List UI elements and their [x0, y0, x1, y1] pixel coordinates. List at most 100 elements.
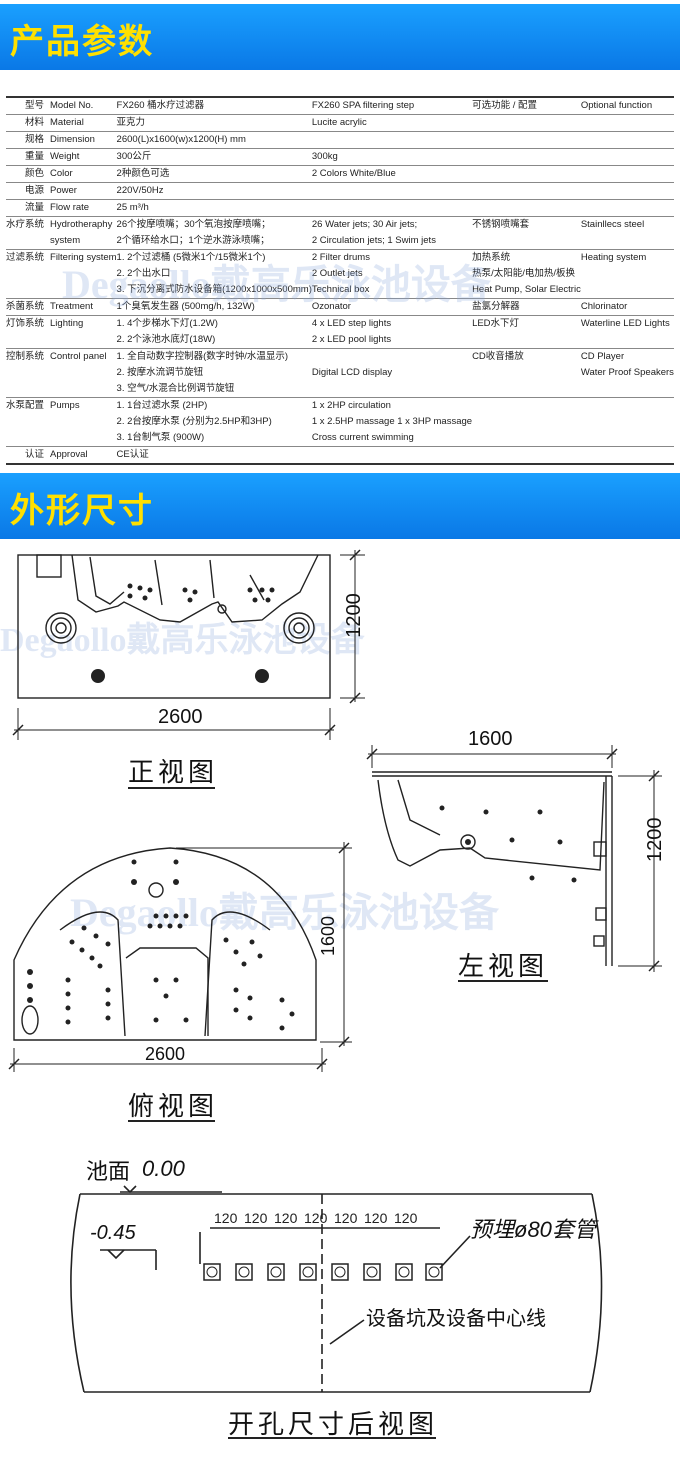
spec-cell-val-cn: 3. 下沉分离式防水设备箱(1200x1000x500mm) — [116, 282, 312, 299]
spec-cell-opt-cn — [472, 446, 581, 465]
pipe-label: 预埋ø80套管 — [470, 1217, 596, 1242]
spec-cell-cn: 材料 — [6, 114, 51, 132]
spec-row: 3. 下沉分离式防水设备箱(1200x1000x500mm)Technical … — [6, 282, 674, 299]
spec-cell-val-en — [311, 381, 473, 398]
top-view-caption: 俯视图 — [128, 1092, 219, 1122]
spec-cell-opt-cn — [472, 182, 581, 200]
spec-cell-opt-en: Water Proof Speakers — [580, 367, 674, 378]
spec-cell-en: Treatment — [50, 298, 117, 316]
spec-cell-en: Weight — [50, 148, 117, 166]
spec-cell-cn: 过滤系统 — [6, 252, 45, 263]
spacing-label: 120 — [394, 1210, 418, 1226]
spec-cell-opt-cn: 不锈钢喷嘴套 — [472, 219, 530, 230]
spec-cell-val-cn: 300公斤 — [116, 148, 312, 166]
depth-value: -0.45 — [90, 1222, 136, 1244]
spec-cell-val-cn: 1. 2个过滤桶 (5微米1个/15微米1个) — [116, 252, 266, 263]
spec-cell-cn: 颜色 — [6, 165, 51, 183]
spec-cell-opt-en — [581, 266, 674, 282]
section-banner-params: 产品参数 — [0, 4, 680, 70]
spec-cell-cn — [6, 332, 51, 349]
spec-cell-val-en: 1 x 2.5HP massage 1 x 3HP massage — [311, 416, 473, 427]
spec-cell-val-en: 2 Colors White/Blue — [311, 165, 473, 183]
spec-cell-val-en: Lucite acrylic — [311, 114, 473, 132]
spec-cell-opt-cn: 可选功能 / 配置 — [472, 96, 581, 115]
spec-cell-opt-cn: Heat Pump, Solar Electric — [472, 282, 581, 299]
spec-cell-cn: 型号 — [6, 96, 51, 115]
spec-cell-en: Model No. — [50, 96, 117, 115]
left-view-caption: 左视图 — [458, 952, 549, 982]
spec-cell-cn: 灯饰系统 — [6, 318, 45, 329]
spec-cell-cn: 控制系统 — [6, 351, 45, 362]
spec-cell-en: Pumps — [50, 400, 80, 411]
centerline-label: 设备坑及设备中心线 — [366, 1308, 546, 1330]
spec-cell-cn: 电源 — [6, 182, 51, 200]
spec-cell-cn — [6, 282, 51, 299]
surface-value: 0.00 — [142, 1156, 185, 1181]
spec-cell-opt-cn: CD收音播放 — [472, 351, 524, 362]
spec-cell-val-en: 2 x LED pool lights — [311, 332, 473, 349]
spec-cell-val-cn: 2. 按摩水流调节旋钮 — [116, 367, 204, 378]
spec-cell-en — [50, 332, 117, 349]
spec-cell-en: Filtering system — [50, 252, 117, 263]
spec-cell-val-en — [311, 199, 473, 217]
spec-cell-val-cn: FX260 桶水疗过滤器 — [116, 96, 312, 115]
rear-view-caption: 开孔尺寸后视图 — [228, 1410, 439, 1440]
spacing-label: 120 — [304, 1210, 328, 1226]
spec-cell-opt-en: Optional function — [580, 96, 674, 115]
spacing-label: 120 — [274, 1210, 298, 1226]
surface-label: 池面 — [86, 1159, 131, 1184]
spec-cell-opt-en — [580, 165, 674, 183]
spec-cell-opt-en: CD Player — [580, 351, 625, 362]
spec-cell-en — [50, 365, 117, 381]
spec-cell-opt-en — [580, 430, 674, 447]
spec-cell-opt-cn — [472, 430, 581, 447]
spec-cell-opt-cn: 加热系统 — [472, 252, 511, 263]
spec-cell-cn: 流量 — [6, 199, 51, 217]
spec-cell-val-en — [311, 131, 473, 149]
spec-cell-val-en: 4 x LED step lights — [311, 318, 392, 329]
spec-cell-en: Control panel — [50, 351, 107, 362]
spec-cell-val-cn: CE认证 — [116, 446, 312, 465]
spec-cell-opt-en — [581, 398, 674, 415]
spacing-label: 120 — [334, 1210, 358, 1226]
spec-cell-opt-en — [580, 131, 674, 149]
front-width-label: 2600 — [158, 706, 203, 728]
spacing-label: 120 — [244, 1210, 268, 1226]
top-width-label: 2600 — [145, 1044, 186, 1064]
spec-cell-val-cn: 亚克力 — [116, 114, 312, 132]
spec-cell-val-cn: 2种颜色可选 — [116, 165, 312, 183]
spec-cell-val-cn: 25 m³/h — [116, 199, 312, 217]
spec-cell-val-cn: 2. 2个泳池水底灯(18W) — [116, 332, 312, 349]
spec-cell-opt-en — [580, 282, 674, 299]
spec-cell-en: Hydrotheraphy — [50, 219, 113, 230]
spec-cell-val-en: 2 Outlet jets — [311, 268, 363, 279]
left-width-label: 1600 — [468, 728, 513, 750]
spec-cell-opt-cn — [472, 365, 581, 381]
spec-cell-cn: 重量 — [6, 148, 51, 166]
spec-cell-val-en: 300kg — [311, 148, 473, 166]
spec-cell-val-cn: 1. 全自动数字控制器(数字时钟/水温显示) — [116, 351, 289, 362]
spec-cell-val-en: 26 Water jets; 30 Air jets; — [311, 219, 418, 230]
spec-cell-val-en: 2 Filter drums — [311, 252, 370, 263]
spec-cell-opt-cn — [472, 233, 581, 250]
spec-cell-opt-en: Waterline LED Lights — [580, 318, 670, 329]
spec-cell-cn — [6, 381, 51, 398]
spec-cell-val-cn: 1个臭氧发生器 (500mg/h, 132W) — [116, 298, 312, 316]
spec-cell-val-cn: 2. 2个出水口 — [116, 268, 171, 279]
spec-cell-val-cn: 26个按摩喷嘴；30个氧泡按摩喷嘴； — [116, 219, 271, 230]
spec-cell-cn: 杀菌系统 — [6, 298, 51, 316]
spec-cell-val-cn: 2600(L)x1600(w)x1200(H) mm — [116, 131, 312, 149]
spec-cell-en: Dimension — [50, 131, 117, 149]
spec-cell-en — [50, 430, 117, 447]
spec-row: 2. 2台按摩水泵 (分别为2.5HP和3HP)1 x 2.5HP massag… — [6, 414, 674, 430]
